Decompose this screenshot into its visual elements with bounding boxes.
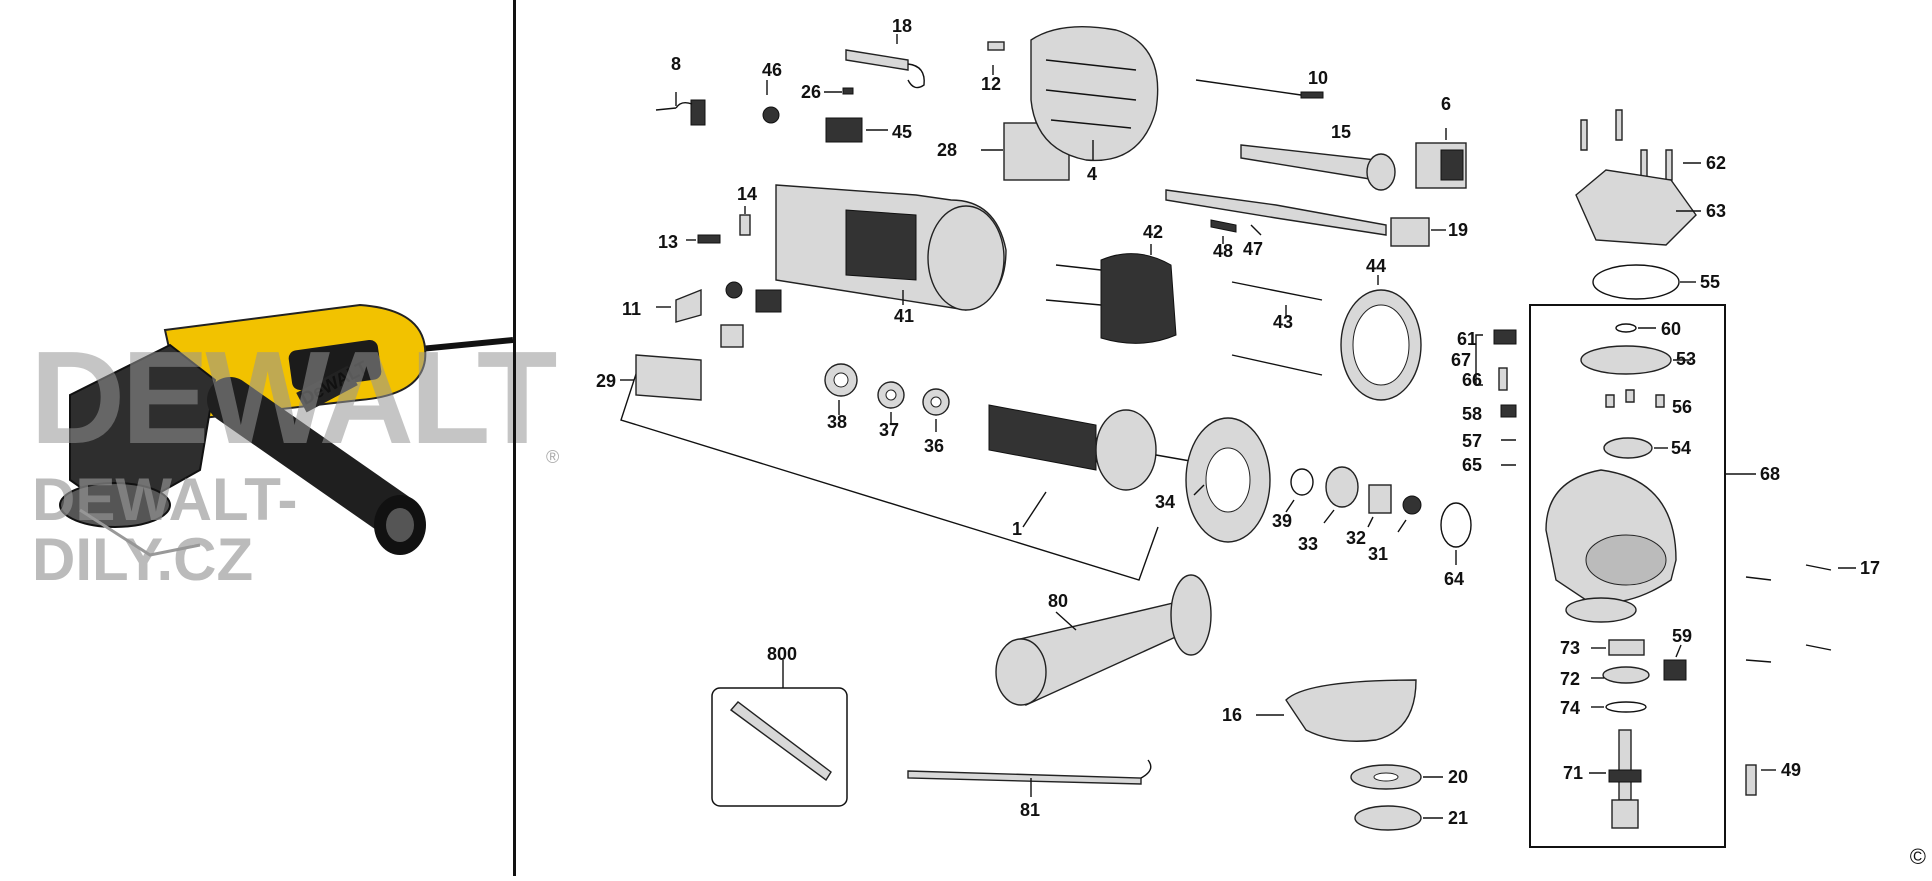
part-label: 59 [1672,626,1692,646]
part-label: 10 [1308,68,1328,88]
part-label: 55 [1700,272,1720,292]
part-label: 17 [1860,558,1880,578]
part-label: 37 [879,420,899,440]
part-label: 32 [1346,528,1366,548]
part-label: 46 [762,60,782,80]
part-label: 800 [767,644,797,664]
part-label: 71 [1563,763,1583,783]
part-label: 21 [1448,808,1468,828]
part-label: 16 [1222,705,1242,725]
panel-divider [513,0,516,876]
part-label: 12 [981,74,1001,94]
part-label: 62 [1706,153,1726,173]
part-label: 15 [1331,122,1351,142]
part-label: 80 [1048,591,1068,611]
part-label: 4 [1087,164,1097,184]
part-label: 49 [1781,760,1801,780]
part-label: 18 [892,16,912,36]
part-label: 33 [1298,534,1318,554]
part-label: 53 [1676,349,1696,369]
part-label: 34 [1155,492,1175,512]
part-label: 41 [894,306,914,326]
part-label: 31 [1368,544,1388,564]
copyright-mark: © [1909,844,1926,869]
part-label: 57 [1462,431,1482,451]
part-label: 65 [1462,455,1482,475]
part-label: 29 [596,371,616,391]
part-label: 42 [1143,222,1163,242]
part-label: 81 [1020,800,1040,820]
part-label: 60 [1661,319,1681,339]
angle-grinder-photo: DeWALT [59,303,514,557]
part-label: 58 [1462,404,1482,424]
part-label: 66 [1462,370,1482,390]
part-label: 38 [827,412,847,432]
part-label: 56 [1672,397,1692,417]
part-label: 14 [737,184,757,204]
part-label: 44 [1366,256,1386,276]
part-label: 64 [1444,569,1464,589]
product-photo-panel: DeWALT DEWALT DEWALT-DILY.CZ ® [0,0,559,876]
part-label: 63 [1706,201,1726,221]
part-label: 61 [1457,329,1477,349]
part-label: 72 [1560,669,1580,689]
part-label: 54 [1671,438,1691,458]
part-label: 26 [801,82,821,102]
part-label: 47 [1243,239,1263,259]
part-label: 67 [1451,350,1471,370]
part-label: 20 [1448,767,1468,787]
part-label: 13 [658,232,678,252]
part-label: 48 [1213,241,1233,261]
part-label: 8 [671,54,681,74]
part-label: 73 [1560,638,1580,658]
watermark-site: DEWALT-DILY.CZ [32,466,298,593]
part-label: 11 [622,299,641,319]
watermark-brand: DEWALT [30,324,557,471]
part-label: 19 [1448,220,1468,240]
part-label: 28 [937,140,957,160]
parts-drawing: 8 46 26 18 12 45 28 4 10 15 6 62 63 55 1… [596,16,1880,848]
watermark-registered-mark: ® [546,447,560,467]
part-label: 74 [1560,698,1580,718]
part-label: 39 [1272,511,1292,531]
exploded-parts-diagram: 8 46 26 18 12 45 28 4 10 15 6 62 63 55 1… [516,0,1932,876]
part-label: 6 [1441,94,1451,114]
part-label: 68 [1760,464,1780,484]
part-label: 1 [1012,519,1022,539]
part-label: 45 [892,122,912,142]
part-label: 36 [924,436,944,456]
part-label: 43 [1273,312,1293,332]
